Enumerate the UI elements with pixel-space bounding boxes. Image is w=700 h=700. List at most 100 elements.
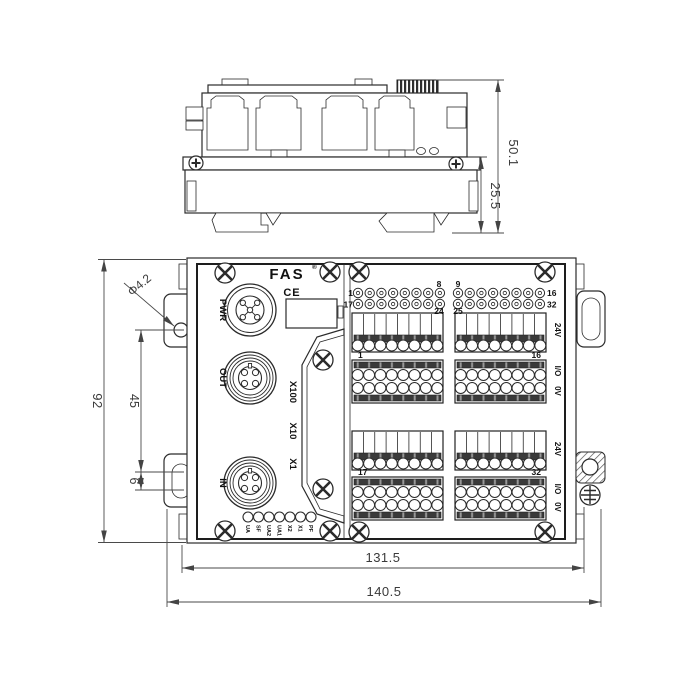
top-plate [207, 84, 388, 94]
registered-mark: ® [312, 263, 317, 271]
lower-housing [184, 169, 478, 214]
term-num: 32 [532, 467, 542, 477]
screw-icon [448, 156, 464, 172]
led-num: 9 [456, 279, 461, 289]
din-foot-right [378, 212, 435, 233]
screw-icon [318, 519, 342, 543]
ground-hole [581, 458, 599, 476]
led-num: 8 [437, 279, 442, 289]
in-label: IN [217, 478, 228, 488]
term-num: 1 [358, 350, 363, 360]
term-num: 17 [358, 467, 368, 477]
addr-x10-label: X10 [287, 423, 298, 440]
status-led-label: UA1 [276, 525, 282, 536]
status-led-label: SF [255, 525, 261, 533]
brand-logo: FAS [269, 266, 304, 283]
front-view: FAS ® CE PWR OUT IN X100 X10 X1 [163, 257, 606, 544]
led-num: 16 [547, 288, 557, 298]
left-panel: FAS ® CE PWR OUT IN X100 X10 X1 [213, 260, 345, 543]
screw-icon [318, 260, 342, 284]
switch-cover [301, 328, 345, 524]
out-connector-icon [223, 351, 277, 405]
rail-label-io: I/O [553, 366, 562, 377]
screw-icon [533, 260, 557, 284]
terminal-hump-4 [374, 95, 415, 151]
screw-icon [533, 520, 557, 544]
rail-label-0v: 0V [553, 502, 562, 512]
mounting-slot [581, 297, 601, 341]
pwr-connector-icon [223, 283, 277, 337]
screw-icon [188, 155, 204, 171]
status-led-label: X1 [297, 525, 303, 532]
status-led-icon [284, 511, 296, 523]
side-latch [446, 106, 467, 129]
rail-label-24v: 24V [553, 323, 562, 338]
ce-mark: CE [283, 287, 300, 299]
label-notch [337, 305, 344, 319]
status-led-icon [263, 511, 275, 523]
terminal-block-24v [351, 312, 444, 353]
status-led-label: X2 [286, 525, 292, 532]
status-led-icon [305, 511, 317, 523]
terminal-block-io [351, 476, 444, 521]
hump-foot [270, 149, 288, 158]
rail-label-24v: 24V [553, 442, 562, 457]
led-num: 32 [547, 300, 557, 310]
addr-x1-label: X1 [287, 458, 298, 470]
ground-screw-icon [579, 484, 601, 506]
led-num: 24 [434, 306, 444, 316]
status-led-icon [242, 511, 254, 523]
status-led-label: UA [244, 525, 250, 533]
side-rib [468, 180, 479, 212]
rail-label-io: I/O [553, 484, 562, 495]
dim-hole-dia: Φ4.2 [125, 271, 154, 299]
dim-hole-pitch: 45 [127, 394, 141, 408]
status-led-icon [273, 511, 286, 523]
led-num: 1 [348, 288, 353, 298]
screw-icon [347, 260, 371, 284]
terminal-block-24v [454, 312, 547, 353]
led-num: 17 [344, 300, 354, 310]
status-led-row: UA SF UA2 UA1 X2 X1 PF [242, 511, 317, 536]
screw-icon [213, 261, 237, 285]
led-num: 25 [453, 306, 463, 316]
status-led-label: UA2 [265, 525, 271, 536]
status-led-label: PF [307, 525, 313, 533]
terminal-block-io [454, 476, 547, 521]
din-hook [265, 212, 282, 226]
side-latch [185, 120, 204, 131]
mid-rail [182, 156, 481, 171]
vent-hole [429, 147, 439, 155]
screw-icon [311, 348, 335, 372]
term-num: 16 [532, 350, 542, 360]
side-latch [185, 106, 204, 121]
status-led-icon [294, 511, 307, 523]
terminal-block-24v [454, 430, 547, 471]
terminal-hump-2 [255, 95, 302, 151]
din-hook [433, 212, 450, 226]
rail-label-0v: 0V [553, 386, 562, 396]
io-panel: 1 17 8 9 16 32 24 25 1 16 17 32 24V I/O … [344, 260, 562, 544]
dim-side-total: 50.1 [506, 139, 521, 166]
dim-side-lower: 25.5 [488, 182, 503, 209]
vent-hole [416, 147, 426, 155]
top-tab-left [221, 78, 249, 86]
addr-x100-label: X100 [287, 381, 298, 403]
ground-terminal [575, 451, 606, 506]
top-tab-right [354, 78, 373, 86]
dim-width-outer: 140.5 [366, 584, 401, 599]
terminal-block-io [351, 359, 444, 404]
terminal-block-24v [351, 430, 444, 471]
top-view: 50.1 25.5 [182, 78, 521, 234]
screw-icon [347, 520, 371, 544]
terminal-hump-1 [206, 95, 249, 151]
pwr-label: PWR [217, 299, 228, 321]
screw-icon [311, 477, 335, 501]
out-label: OUT [217, 368, 228, 388]
terminal-hump-3 [321, 95, 368, 151]
label-field [285, 298, 338, 329]
hump-foot [388, 149, 406, 158]
status-led-icon [252, 511, 265, 523]
